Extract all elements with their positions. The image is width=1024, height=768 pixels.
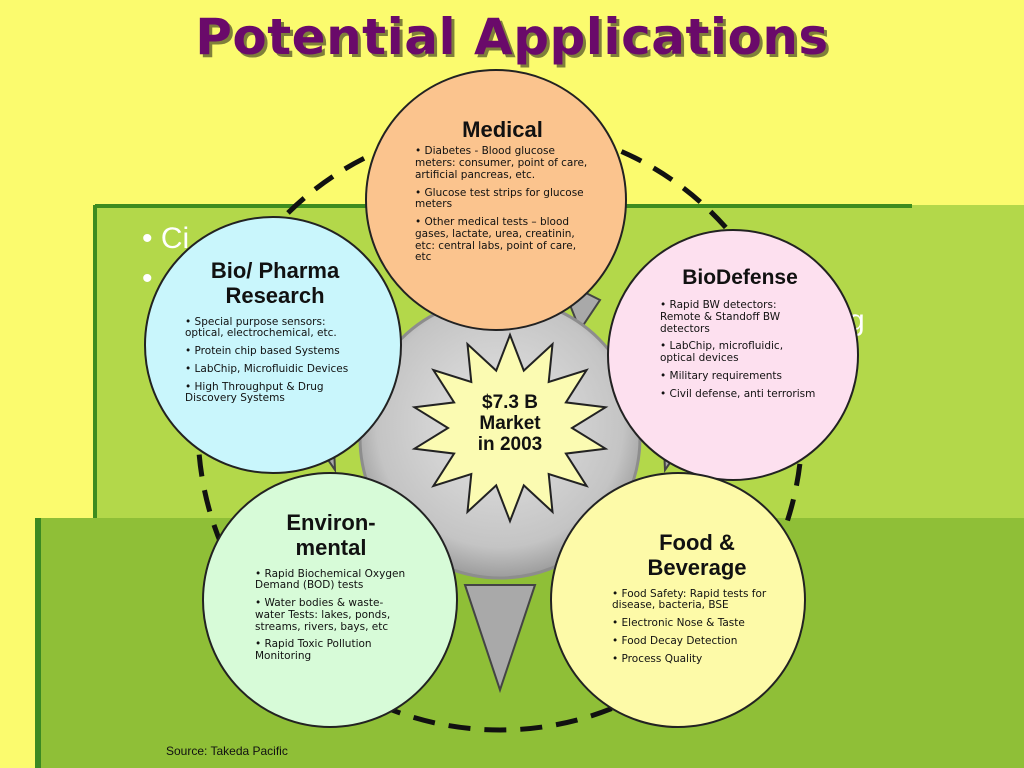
environmental-list: Rapid Biochemical Oxygen Demand (BOD) te… [255,568,407,663]
medical-segment: Medical Diabetes - Blood glucose meters:… [415,117,590,270]
food-beverage-list: Food Safety: Rapid tests for disease, ba… [612,588,782,666]
list-item: LabChip, Microfluidic Devices [185,363,365,376]
biodefense-heading: BioDefense [682,266,798,289]
source-note: Source: Takeda Pacific [166,744,288,758]
center-starburst [411,332,609,524]
list-item: Food Decay Detection [612,635,782,648]
list-item: LabChip, microfluidic, optical devices [660,341,820,365]
list-item: Special purpose sensors: optical, electr… [185,316,365,341]
list-item: Food Safety: Rapid tests for disease, ba… [612,588,782,613]
hidden-bullet-1: • Ci [142,222,190,255]
list-item: High Throughput & Drug Discovery Systems [185,381,365,406]
lower-panel-left-border [35,518,41,768]
list-item: Military requirements [660,370,820,383]
research-heading: Bio/ Pharma Research [210,258,340,309]
market-size-label: $7.3 B Market in 2003 [455,392,565,456]
hidden-bullet-2: • [142,262,153,295]
biodefense-list: Rapid BW detectors: Remote & Standoff BW… [660,299,820,401]
list-item: Rapid Biochemical Oxygen Demand (BOD) te… [255,568,407,593]
list-item: Protein chip based Systems [185,345,365,358]
pointer-triangle-bottom [463,584,537,694]
content-panel-left-border [93,205,97,768]
list-item: Process Quality [612,653,782,666]
food-beverage-segment: Food & Beverage Food Safety: Rapid tests… [612,530,782,671]
environmental-heading: Environ-mental [286,510,376,561]
list-item: Diabetes - Blood glucose meters: consume… [415,145,590,181]
market-size-value: $7.3 B [482,392,538,413]
research-segment: Bio/ Pharma Research Special purpose sen… [185,258,365,411]
list-item: Glucose test strips for glucose meters [415,187,590,212]
content-panel-right [912,205,1024,518]
research-list: Special purpose sensors: optical, electr… [185,316,365,406]
medical-list: Diabetes - Blood glucose meters: consume… [415,145,590,264]
market-size-year: in 2003 [477,433,543,455]
environmental-segment: Environ-mental Rapid Biochemical Oxygen … [255,510,407,669]
food-beverage-heading: Food & Beverage [647,530,747,581]
medical-heading: Medical [462,117,543,142]
list-item: Other medical tests – blood gases, lacta… [415,216,590,264]
list-item: Rapid Toxic Pollution Monitoring [255,639,407,663]
slide-title: Potential Applications [195,8,829,66]
list-item: Civil defense, anti terrorism [660,388,820,401]
list-item: Rapid BW detectors: Remote & Standoff BW… [660,299,820,335]
biodefense-segment: BioDefense Rapid BW detectors: Remote & … [660,266,820,406]
list-item: Water bodies & waste-water Tests: lakes,… [255,597,407,633]
market-size-line2: Market [479,412,541,434]
list-item: Electronic Nose & Taste [612,617,782,630]
